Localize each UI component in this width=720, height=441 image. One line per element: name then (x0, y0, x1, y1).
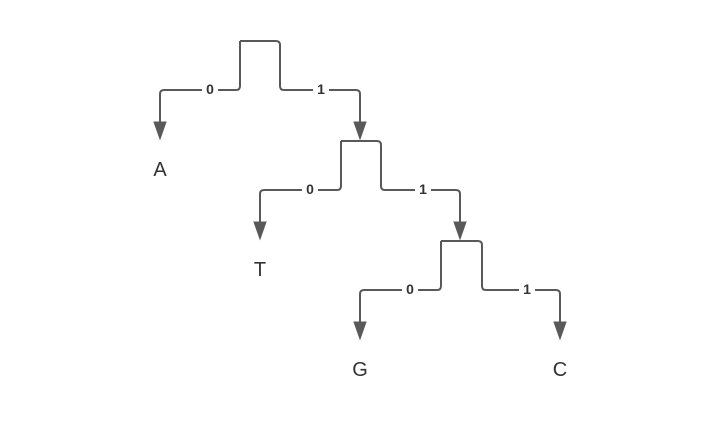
arrowhead-node1 (353, 121, 367, 141)
leaf-C: C (553, 359, 567, 381)
leaf-A: A (153, 159, 167, 181)
edge-label-root-1: 1 (317, 81, 325, 97)
tree-node-2: 0 1 G C (352, 240, 567, 381)
edge-node1-to-T (259, 141, 342, 222)
tree-node-1: 0 1 T (253, 140, 467, 281)
tree-node-root: 0 1 A (153, 40, 367, 181)
edge-root-to-node1 (240, 40, 361, 122)
leaf-T: T (254, 259, 266, 281)
edge-root-to-A (159, 41, 241, 122)
edge-node2-to-C (441, 240, 561, 322)
arrowhead-A (153, 121, 167, 141)
edge-label-node1-0: 0 (306, 181, 314, 197)
edge-label-node2-0: 0 (406, 281, 414, 297)
edge-node2-to-G (359, 241, 442, 322)
arrowhead-node2 (453, 221, 467, 241)
arrowhead-G (353, 321, 367, 341)
arrowhead-T (253, 221, 267, 241)
edge-label-root-0: 0 (206, 81, 214, 97)
edge-node1-to-node2 (341, 140, 461, 222)
edge-label-node2-1: 1 (523, 281, 531, 297)
leaf-G: G (352, 359, 368, 381)
arrowhead-C (553, 321, 567, 341)
edge-label-node1-1: 1 (419, 181, 427, 197)
